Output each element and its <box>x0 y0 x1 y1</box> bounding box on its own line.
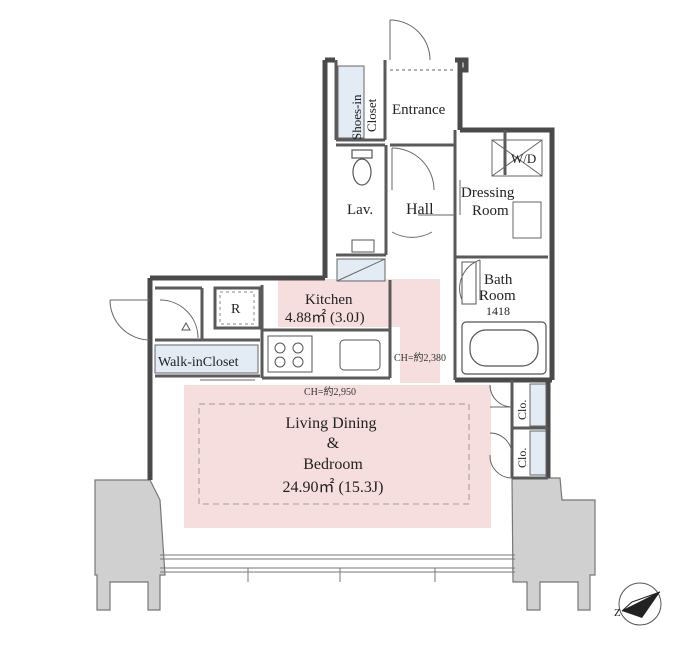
bath-label-1: Bath <box>484 272 513 288</box>
pipe-marker <box>181 321 191 331</box>
bath-shelf <box>461 261 477 305</box>
living-label-2: & <box>327 435 340 452</box>
bathtub-icon <box>461 321 547 375</box>
washer-box <box>491 139 543 177</box>
doors <box>109 19 513 479</box>
living-area-label: 24.90㎡ (15.3J) <box>283 478 384 496</box>
living-label-3: Bedroom <box>303 456 363 473</box>
lav-label: Lav. <box>347 202 373 218</box>
walk-in-closet-shelf <box>154 344 259 374</box>
toilet-icon <box>351 149 373 186</box>
kitchen-label: Kitchen <box>305 292 353 308</box>
closet-lower-label: Clo. <box>515 448 529 468</box>
hall-pink-zone <box>400 279 440 383</box>
shoe-closet-cabinet <box>337 65 365 139</box>
entrance-label: Entrance <box>392 102 446 118</box>
exterior-walls <box>147 57 555 480</box>
bath-size-label: 1418 <box>486 304 510 318</box>
bath-label-2: Room <box>479 288 516 304</box>
dressing-label-2: Room <box>472 203 509 219</box>
closet-lower-panel <box>529 430 547 476</box>
refrigerator-label: R <box>231 302 241 317</box>
kitchen-area-label: 4.88㎡ (3.0J) <box>285 309 365 326</box>
balcony-columns <box>94 477 596 611</box>
living-label-1: Living Dining <box>285 415 376 432</box>
hall-ceiling-height: CH=約2,380 <box>394 351 446 364</box>
dressing-label-1: Dressing <box>461 185 515 201</box>
living-ceiling-height: CH=約2,950 <box>304 385 356 398</box>
refrigerator-icon <box>219 291 255 325</box>
shoes-closet-label-2: Closet <box>364 98 379 132</box>
fixtures <box>154 65 547 476</box>
interior-walls <box>155 60 548 480</box>
hall-label: Hall <box>406 201 434 218</box>
kitchen-sink-icon <box>339 339 381 371</box>
washer-label: W/D <box>511 151 536 166</box>
stove-icon <box>267 335 313 373</box>
closet-upper-label: Clo. <box>515 400 529 420</box>
dressing-storage <box>512 201 542 239</box>
svg-text:Z: Z <box>614 607 621 619</box>
balcony-rail <box>160 554 515 582</box>
shoes-closet-label-1: Shoes-in <box>349 94 364 140</box>
north-arrow-icon: Z <box>614 582 662 626</box>
lav-basin-icon <box>351 239 375 253</box>
walk-in-closet-label: Walk-inCloset <box>158 355 239 370</box>
closet-upper-panel <box>529 383 547 427</box>
living-zone <box>184 385 491 528</box>
